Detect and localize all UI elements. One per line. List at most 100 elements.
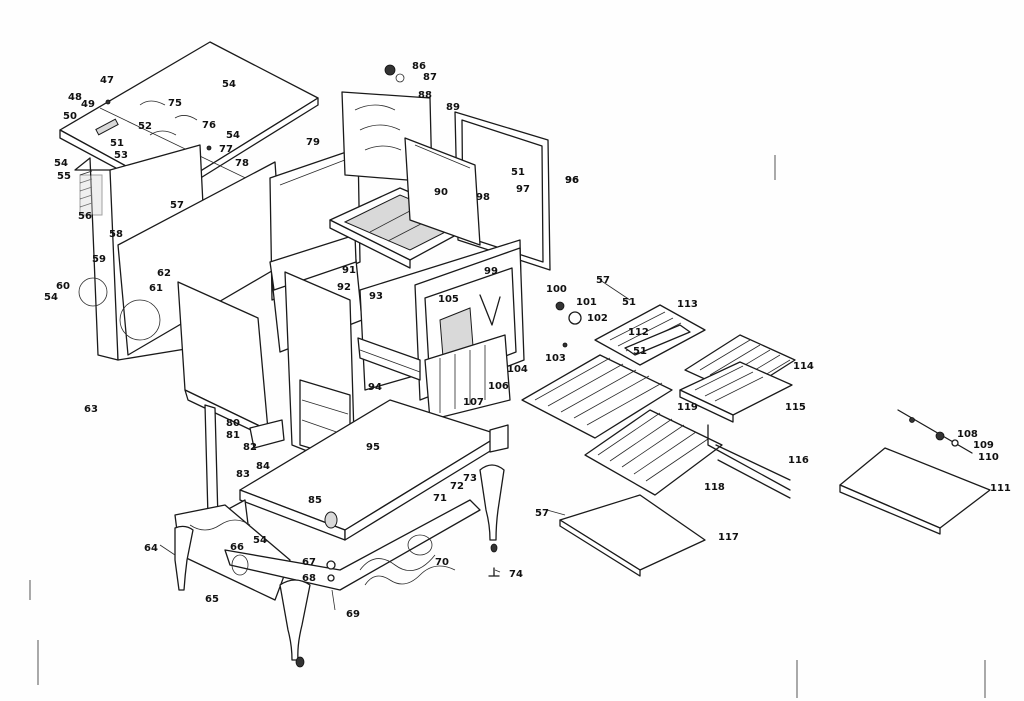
oven-rack-119 [521, 354, 673, 439]
callout-87: 87 [423, 72, 437, 83]
ornate-base [174, 464, 505, 668]
rack-support-116 [707, 424, 791, 499]
callout-119: 119 [677, 402, 698, 413]
callout-57: 57 [170, 200, 184, 211]
tray-111 [839, 447, 991, 535]
cooktop-top-panel [59, 41, 319, 198]
callout-51: 51 [511, 167, 525, 178]
callout-110: 110 [978, 452, 999, 463]
callout-113: 113 [677, 299, 698, 310]
callout-107: 107 [463, 397, 484, 408]
rack-inner [424, 334, 511, 421]
callout-70: 70 [435, 557, 449, 568]
callout-76: 76 [202, 120, 216, 131]
heating-element-113 [594, 304, 706, 366]
callout-58: 58 [109, 229, 123, 240]
callout-61: 61 [149, 283, 163, 294]
callout-79: 79 [306, 137, 320, 148]
callout-60: 60 [56, 281, 70, 292]
callout-57: 57 [596, 275, 610, 286]
callout-67: 67 [302, 557, 316, 568]
callout-89: 89 [446, 102, 460, 113]
callout-98: 98 [476, 192, 490, 203]
callout-105: 105 [438, 294, 459, 305]
callout-100: 100 [546, 284, 567, 295]
callout-77: 77 [219, 144, 233, 155]
callout-96-rear: 96 [565, 175, 579, 186]
callout-88: 88 [418, 90, 432, 101]
callout-84: 84 [256, 461, 270, 472]
broiler-pan-115 [679, 361, 793, 423]
callout-54: 54 [222, 79, 236, 90]
callout-106: 106 [488, 381, 509, 392]
callout-68: 68 [302, 573, 316, 584]
callout-115: 115 [785, 402, 806, 413]
callout-49: 49 [81, 99, 95, 110]
callout-99: 99 [484, 266, 498, 277]
callout-51: 51 [633, 346, 647, 357]
callout-112: 112 [628, 327, 649, 338]
callout-47: 47 [100, 75, 114, 86]
callout-73: 73 [463, 473, 477, 484]
callout-93: 93 [369, 291, 383, 302]
callout-97: 97 [516, 184, 530, 195]
hardware-101-102 [555, 301, 582, 348]
callout-72: 72 [450, 481, 464, 492]
callout-48: 48 [68, 92, 82, 103]
callout-95: 95 [366, 442, 380, 453]
drip-pan-117 [559, 494, 706, 577]
callout-59: 59 [92, 254, 106, 265]
callout-103: 103 [545, 353, 566, 364]
side-frame-97 [404, 137, 481, 246]
callout-114: 114 [793, 361, 814, 372]
callout-86: 86 [412, 61, 426, 72]
callout-66: 66 [230, 542, 244, 553]
callout-54: 54 [226, 130, 240, 141]
callout-55: 55 [57, 171, 71, 182]
callout-81: 81 [226, 430, 240, 441]
callout-64: 64 [144, 543, 158, 554]
callout-63: 63 [84, 404, 98, 415]
callout-65: 65 [205, 594, 219, 605]
callout-92: 92 [337, 282, 351, 293]
callout-118: 118 [704, 482, 725, 493]
oven-bottom-pan [239, 399, 509, 541]
callout-90: 90 [434, 187, 448, 198]
callout-101: 101 [576, 297, 597, 308]
oven-rack-118 [584, 409, 723, 496]
callout-53: 53 [114, 150, 128, 161]
callout-54: 54 [54, 158, 68, 169]
callout-94: 94 [368, 382, 382, 393]
callout-51: 51 [110, 138, 124, 149]
callout-51: 51 [622, 297, 636, 308]
callout-71: 71 [433, 493, 447, 504]
callout-82: 82 [243, 442, 257, 453]
callout-56: 56 [78, 211, 92, 222]
callout-102: 102 [587, 313, 608, 324]
leader-lines [159, 279, 631, 611]
callout-50: 50 [63, 111, 77, 122]
callout-104: 104 [507, 364, 528, 375]
oven-door-panel-left [177, 281, 285, 449]
callout-62: 62 [157, 268, 171, 279]
callout-109: 109 [973, 440, 994, 451]
callout-52: 52 [138, 121, 152, 132]
callout-labels: 47 48 49 50 54 75 52 76 54 51 77 53 54 5… [44, 61, 1011, 620]
callout-69: 69 [346, 609, 360, 620]
rotisserie-spit [897, 409, 973, 454]
callout-108: 108 [957, 429, 978, 440]
callout-57: 57 [535, 508, 549, 519]
callout-96: 96 [565, 175, 579, 186]
broiler-drawer [329, 187, 481, 269]
callout-83: 83 [236, 469, 250, 480]
callout-111: 111 [990, 483, 1011, 494]
callout-75: 75 [168, 98, 182, 109]
callout-116: 116 [788, 455, 809, 466]
callout-85: 85 [308, 495, 322, 506]
callout-74: 74 [509, 569, 523, 580]
callout-91: 91 [342, 265, 356, 276]
callout-54: 54 [253, 535, 267, 546]
callout-80: 80 [226, 418, 240, 429]
